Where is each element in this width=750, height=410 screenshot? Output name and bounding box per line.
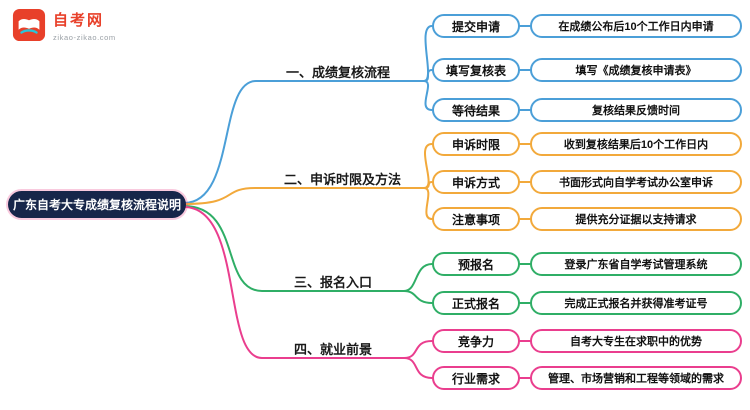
branch-2-child-2: 申诉方式 bbox=[432, 170, 520, 194]
site-logo: 自考网 zikao-zikao.com bbox=[12, 8, 116, 42]
branch-4-label: 四、就业前景 bbox=[294, 342, 373, 357]
branch-1-child-3: 等待结果 bbox=[432, 98, 520, 122]
branch-1-child-1: 提交申请 bbox=[432, 14, 520, 38]
branch-3-value-1: 登录广东省自学考试管理系统 bbox=[530, 252, 742, 276]
branch-4-child-1: 竞争力 bbox=[432, 329, 520, 353]
branch-1-value-3: 复核结果反馈时间 bbox=[530, 98, 742, 122]
branch-1-trunk-line bbox=[183, 80, 425, 204]
branch-1-label: 一、成绩复核流程 bbox=[286, 65, 391, 80]
root-node: 广东自考大专成绩复核流程说明 bbox=[8, 191, 186, 218]
branch-1-value-2: 填写《成绩复核申请表》 bbox=[530, 58, 742, 82]
branch-2-child-3: 注意事项 bbox=[432, 207, 520, 231]
branch-3-label: 三、报名入口 bbox=[294, 275, 373, 290]
branch-2-trunk-line bbox=[183, 187, 425, 205]
logo-subtitle: zikao-zikao.com bbox=[53, 32, 116, 42]
branch-4-value-1: 自考大专生在求职中的优势 bbox=[530, 329, 742, 353]
branch-3-child-2: 正式报名 bbox=[432, 291, 520, 315]
logo-title: 自考网 bbox=[53, 11, 105, 29]
branch-2-value-2: 书面形式向自学考试办公室申诉 bbox=[530, 170, 742, 194]
branch-4-child-2: 行业需求 bbox=[432, 366, 520, 390]
branch-4-trunk-line bbox=[183, 206, 405, 359]
branch-3-value-2: 完成正式报名并获得准考证号 bbox=[530, 291, 742, 315]
branch-1-child-2: 填写复核表 bbox=[432, 58, 520, 82]
zikao-logo-icon bbox=[12, 8, 46, 42]
branch-2-child-1: 申诉时限 bbox=[432, 132, 520, 156]
branch-2-value-3: 提供充分证据以支持请求 bbox=[530, 207, 742, 231]
branch-2-label: 二、申诉时限及方法 bbox=[284, 172, 402, 187]
branch-3-child-1: 预报名 bbox=[432, 252, 520, 276]
branch-1-value-1: 在成绩公布后10个工作日内申请 bbox=[530, 14, 742, 38]
branch-3-trunk-line bbox=[183, 205, 405, 292]
branch-2-value-1: 收到复核结果后10个工作日内 bbox=[530, 132, 742, 156]
branch-4-value-2: 管理、市场营销和工程等领域的需求 bbox=[530, 366, 742, 390]
